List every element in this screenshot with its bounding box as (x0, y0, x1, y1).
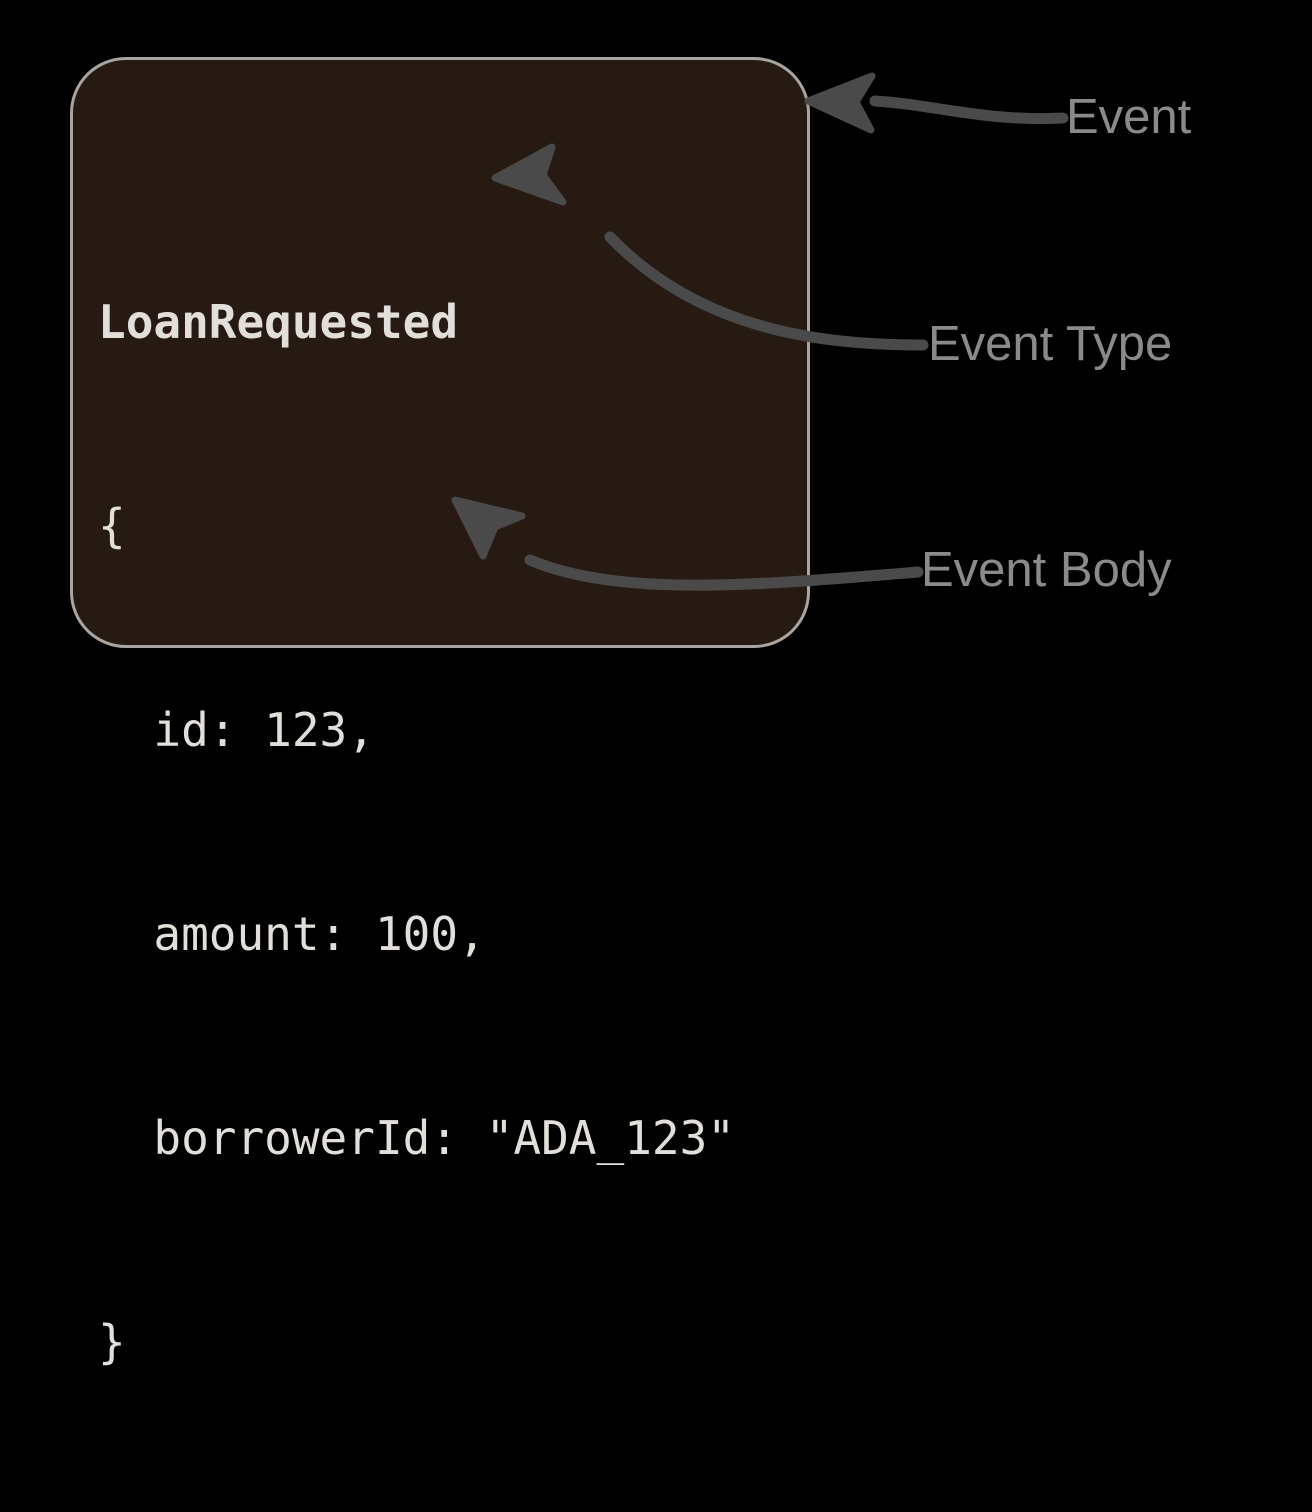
event-arrow (804, 72, 1069, 134)
event-body-line-1: id: 123, (98, 703, 375, 757)
event-card: LoanRequested { id: 123, amount: 100, bo… (70, 57, 810, 1369)
event-body-line-0: { (98, 499, 126, 553)
event-body-line-2: amount: 100, (98, 907, 486, 961)
event-type-name: LoanRequested (98, 295, 459, 349)
annotation-label-event-type: Event Type (928, 317, 1173, 371)
annotation-label-event-body: Event Body (921, 543, 1172, 597)
event-body-line-4: } (98, 1315, 126, 1369)
event-code-block: LoanRequested { id: 123, amount: 100, bo… (98, 152, 735, 1512)
event-body-line-3: borrowerId: "ADA_123" (98, 1111, 735, 1165)
event-arrowhead (804, 72, 876, 134)
diagram-canvas: LoanRequested { id: 123, amount: 100, bo… (70, 57, 1192, 1369)
annotation-label-event: Event (1066, 90, 1192, 144)
